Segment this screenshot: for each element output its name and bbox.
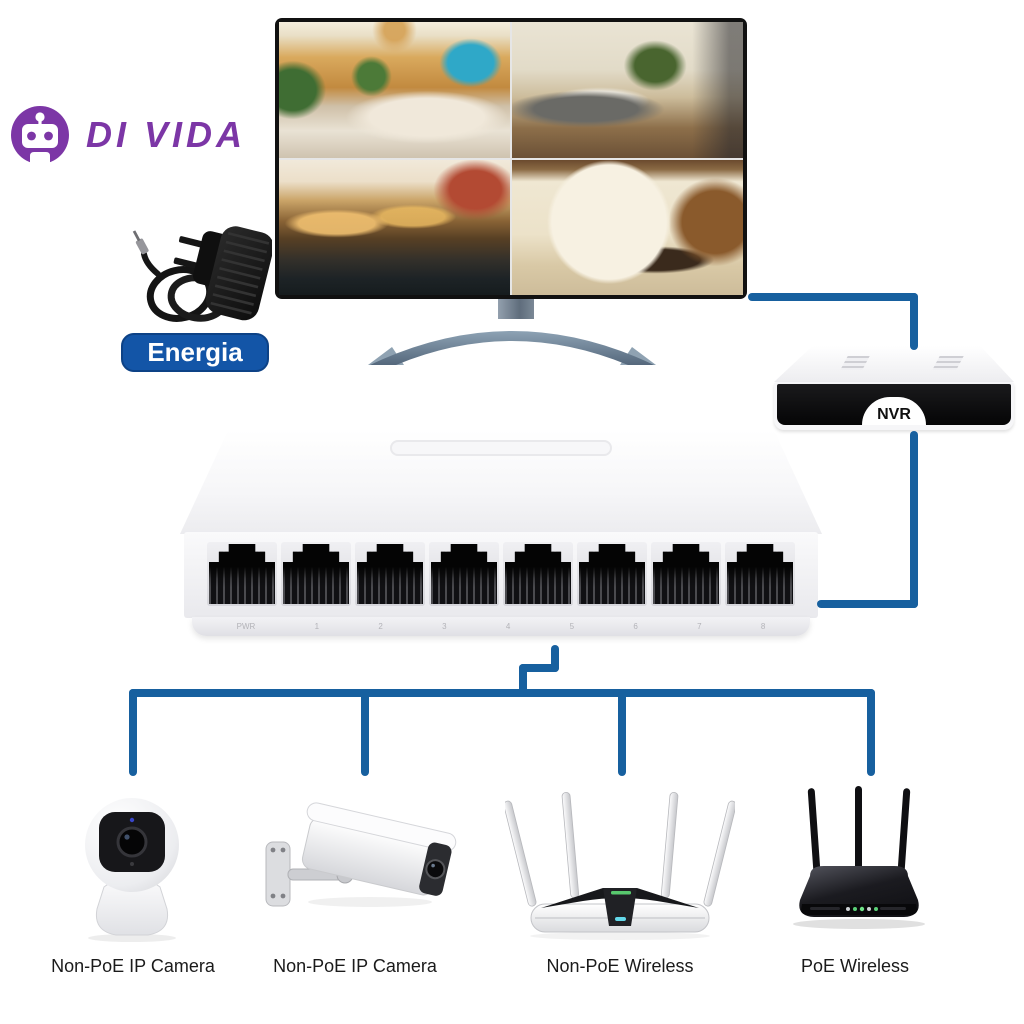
ethernet-port [207,542,277,606]
cable-switch-jog [519,664,527,697]
device-label-white-router: Non-PoE Wireless [546,956,694,976]
dome-ip-camera-icon [85,798,179,942]
port-label: 3 [442,622,447,631]
port-label: 6 [633,622,638,631]
monitor [275,18,747,299]
power-adapter-icon [132,226,272,322]
cable-nvr-to-switch [817,600,918,608]
white-wireless-router-icon [505,791,735,940]
switch-bottom-lip: PWR 1 2 3 4 5 6 7 8 [192,617,810,636]
monitor-screen [279,22,743,295]
nvr-top-face [774,346,1014,382]
ethernet-port [355,542,425,606]
ethernet-port [429,542,499,606]
ethernet-port [281,542,351,606]
port-label: 4 [505,622,511,631]
port-label: 2 [378,622,383,631]
nvr: NVR [774,346,1014,434]
port-label: 7 [697,622,702,631]
device-label-black-router: PoE Wireless [800,956,910,976]
robot-icon [11,106,69,165]
black-wireless-router-icon [793,786,925,929]
cable-drop-black-router [867,689,875,776]
ethernet-port [577,542,647,606]
device-label-bullet-camera: Non-PoE IP Camera [273,956,437,976]
device-label-dome-camera: Non-PoE IP Camera [51,956,215,976]
cam-view-house-exterior-night [279,159,510,295]
ethernet-port [725,542,795,606]
port-label: 8 [760,622,766,631]
cable-monitor-to-nvr [748,293,918,301]
port-label: 1 [314,622,320,631]
cable-bus [129,689,875,697]
cable-drop-dome-camera [129,689,137,776]
port-label: 5 [569,622,575,631]
ethernet-port [651,542,721,606]
cable-switch-jog [519,664,559,672]
cam-view-tea-room [512,159,743,295]
switch-port-labels: PWR 1 2 3 4 5 6 7 8 [207,622,795,631]
nvr-label: NVR [862,397,926,425]
cable-drop-bullet-camera [361,689,369,776]
brand-name: DI VIDA [86,114,247,155]
bullet-ip-camera-icon [265,802,457,907]
monitor-neck [498,299,534,319]
energia-label: Energia [147,337,243,367]
ethernet-port [503,542,573,606]
ethernet-switch: PWR 1 2 3 4 5 6 7 8 [178,420,824,638]
port-label: PWR [236,622,256,631]
cam-view-living-room [279,22,510,158]
brand-logo: DI VIDA [10,105,246,165]
energia-badge: Energia [121,333,269,372]
nvr-front-panel: NVR [774,382,1014,430]
switch-port-row [207,542,795,606]
cable-drop-white-router [618,689,626,776]
cable-nvr-to-switch [910,431,918,608]
cam-view-patio [512,22,743,158]
nvr-face: NVR [777,384,1011,425]
cable-monitor-to-nvr [910,293,918,350]
switch-top-seam [390,440,612,456]
monitor-stand [368,331,656,365]
cable-switch-stub [551,645,559,672]
